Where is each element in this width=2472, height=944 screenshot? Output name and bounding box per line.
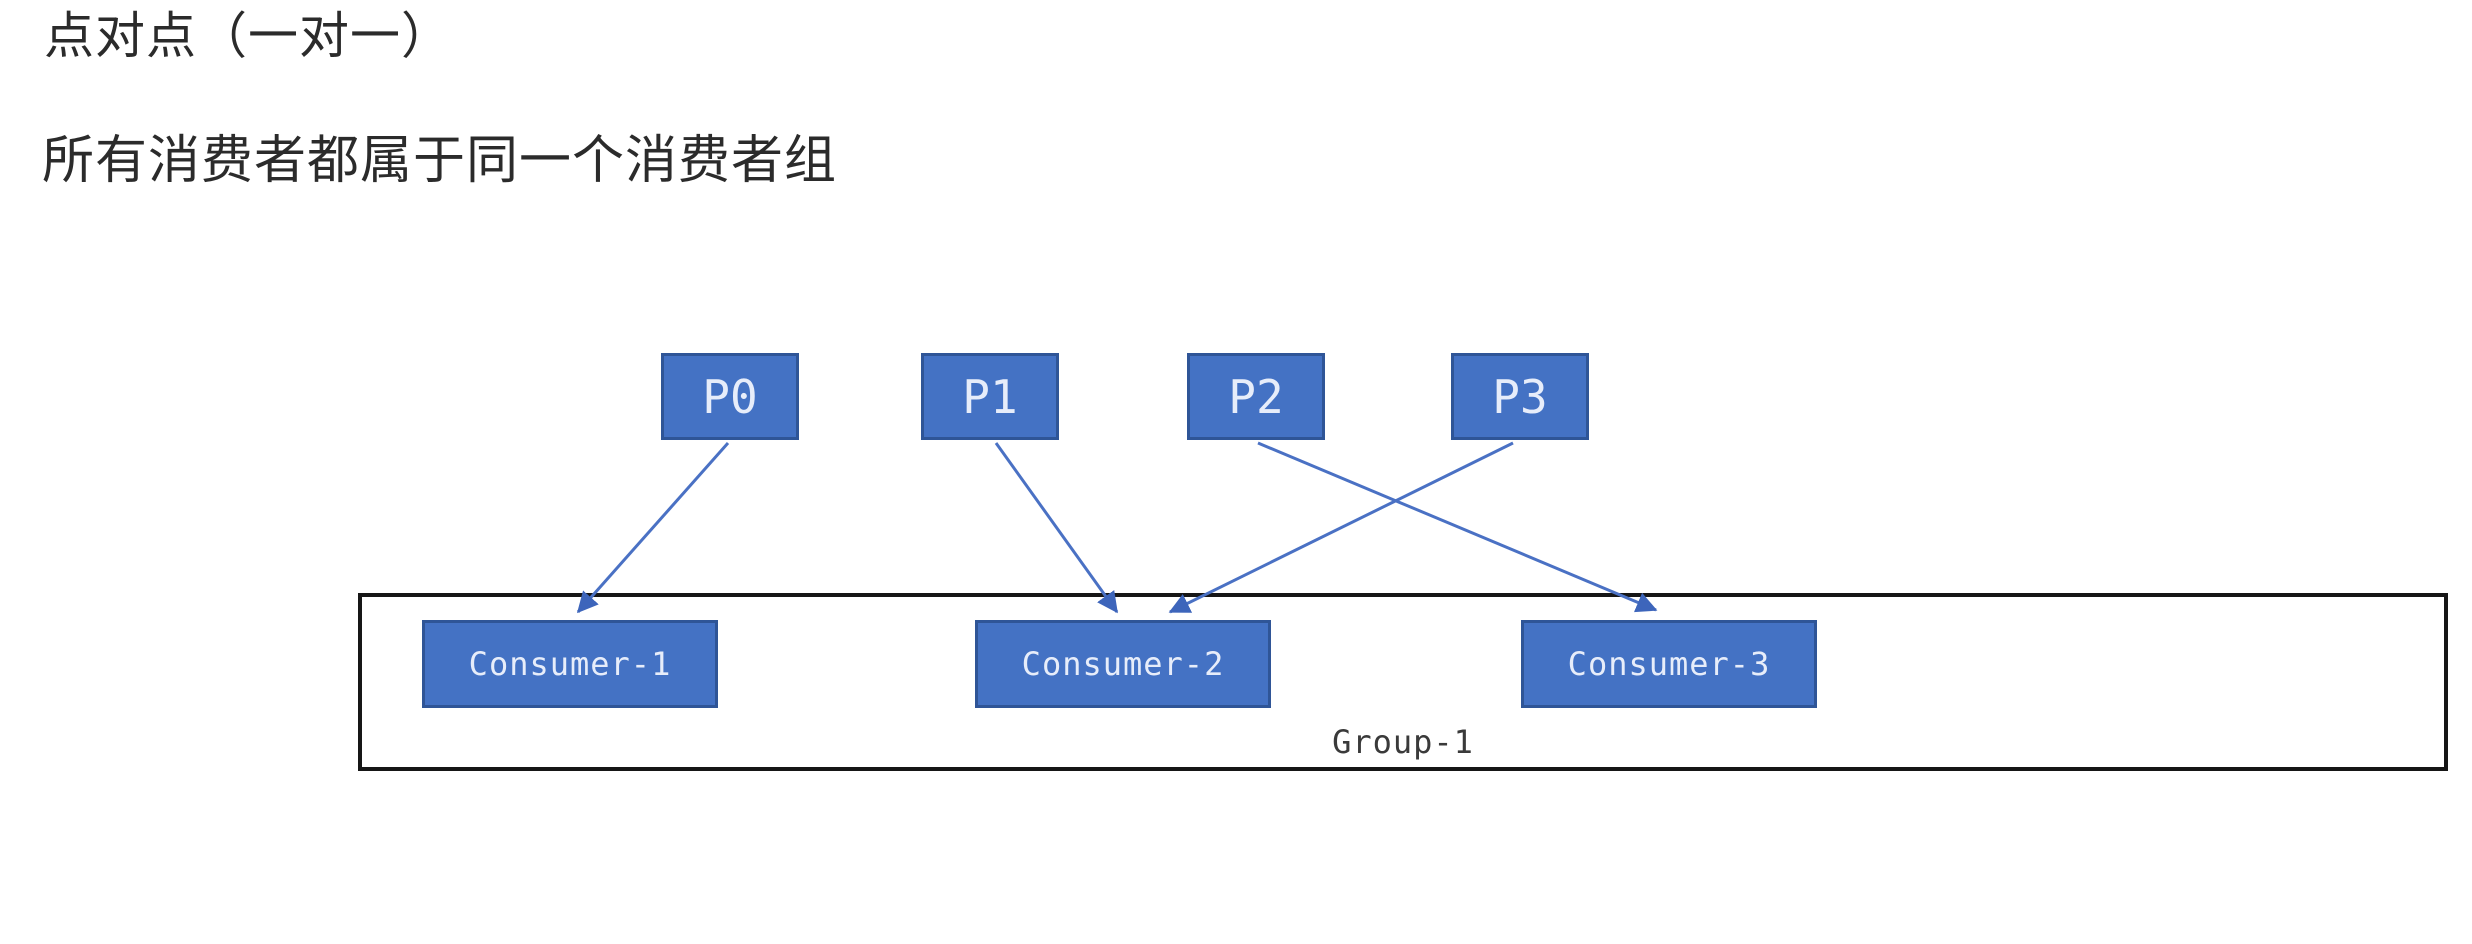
partition-label-p1: P1 xyxy=(962,369,1018,424)
consumer-box-3: Consumer-3 xyxy=(1521,620,1817,708)
arrow-p2-to-consumer-3 xyxy=(1257,441,1658,613)
consumer-box-2: Consumer-2 xyxy=(975,620,1271,708)
partition-box-p3: P3 xyxy=(1451,353,1589,440)
consumer-label-1: Consumer-1 xyxy=(468,645,672,683)
page-title: 点对点（一对一） xyxy=(44,8,452,64)
group-label: Group-1 xyxy=(1332,723,1474,761)
consumer-box-1: Consumer-1 xyxy=(422,620,718,708)
partition-label-p2: P2 xyxy=(1228,369,1284,424)
consumer-label-2: Consumer-2 xyxy=(1021,645,1225,683)
page-subtitle: 所有消费者都属于同一个消费者组 xyxy=(42,132,838,190)
consumer-label-3: Consumer-3 xyxy=(1567,645,1771,683)
partition-box-p1: P1 xyxy=(921,353,1059,440)
partition-label-p0: P0 xyxy=(702,369,758,424)
partition-box-p2: P2 xyxy=(1187,353,1325,440)
partition-box-p0: P0 xyxy=(661,353,799,440)
arrow-p1-to-consumer-2 xyxy=(994,442,1119,614)
arrow-p0-to-consumer-1 xyxy=(576,442,730,614)
arrow-p3-to-consumer-2 xyxy=(1168,441,1514,614)
partition-label-p3: P3 xyxy=(1492,369,1548,424)
